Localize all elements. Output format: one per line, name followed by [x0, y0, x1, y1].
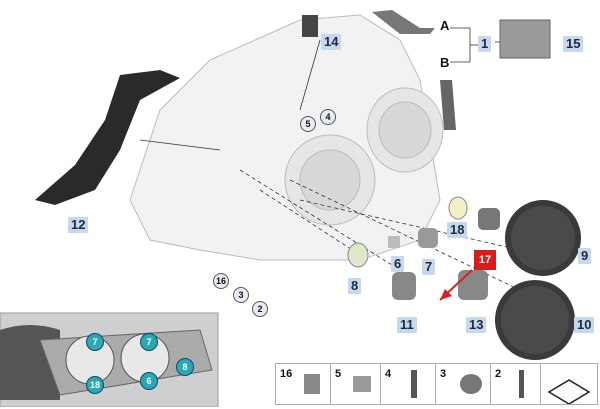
callout-2: 2	[252, 301, 268, 317]
socket-7	[418, 228, 438, 248]
letter-b: B	[440, 55, 450, 70]
strip-label-16: 16	[280, 368, 293, 380]
bracket-part	[35, 70, 180, 205]
inset-photo	[0, 312, 219, 407]
letter-a: A	[440, 18, 450, 33]
bracket-B	[440, 80, 456, 130]
headlight-housing	[129, 14, 444, 261]
strip-cell-2: 2	[490, 363, 542, 405]
callout-12: 12	[68, 217, 89, 233]
strip-label-3: 3	[440, 368, 447, 380]
part-nut-icon	[353, 376, 371, 392]
inset-label-7a: 7	[86, 333, 104, 351]
socket-17	[478, 208, 500, 230]
bulb-18	[448, 196, 468, 220]
callout-6: 6	[391, 256, 405, 272]
box-15	[499, 19, 551, 59]
part-clip-icon	[304, 374, 320, 394]
strip-cell-4: 4	[380, 363, 437, 405]
socket-11	[392, 272, 416, 300]
callout-15: 15	[563, 36, 584, 52]
inset-label-6: 6	[140, 372, 158, 390]
strip-cell-5: 5	[330, 363, 382, 405]
callout-4: 4	[320, 109, 336, 125]
part-grommet-icon	[460, 374, 482, 394]
socket-13	[458, 270, 488, 300]
leader-lines	[139, 27, 573, 324]
part-screw-icon	[411, 370, 417, 398]
callout-16: 16	[213, 273, 229, 289]
callout-14: 14	[321, 34, 342, 50]
part-bolt-icon	[519, 370, 524, 398]
inset-label-8: 8	[176, 358, 194, 376]
module-14	[302, 15, 318, 37]
callout-10: 10	[574, 317, 595, 333]
callout-3: 3	[233, 287, 249, 303]
strip-cell-symbol	[540, 363, 598, 405]
inset-label-7b: 7	[140, 333, 158, 351]
callout-9: 9	[578, 248, 592, 264]
callout-8: 8	[348, 278, 362, 294]
inset-label-18: 18	[86, 376, 104, 394]
strip-cell-3: 3	[435, 363, 492, 405]
assembly-symbol-icon	[547, 379, 591, 405]
callout-5: 5	[300, 116, 316, 132]
parts	[302, 10, 581, 360]
callout-18: 18	[447, 222, 468, 238]
callout-13: 13	[466, 317, 487, 333]
clip-6	[388, 236, 400, 248]
strip-label-4: 4	[385, 368, 392, 380]
callout-1: 1	[478, 36, 492, 52]
strip-cell-16: 16	[275, 363, 332, 405]
callout-11: 11	[397, 317, 417, 333]
strip-label-2: 2	[495, 368, 502, 380]
callout-7: 7	[422, 259, 436, 275]
bracket-A	[372, 10, 435, 34]
strip-label-5: 5	[335, 368, 342, 380]
bulb-8	[347, 242, 369, 268]
callout-17-highlight: 17	[474, 250, 496, 270]
